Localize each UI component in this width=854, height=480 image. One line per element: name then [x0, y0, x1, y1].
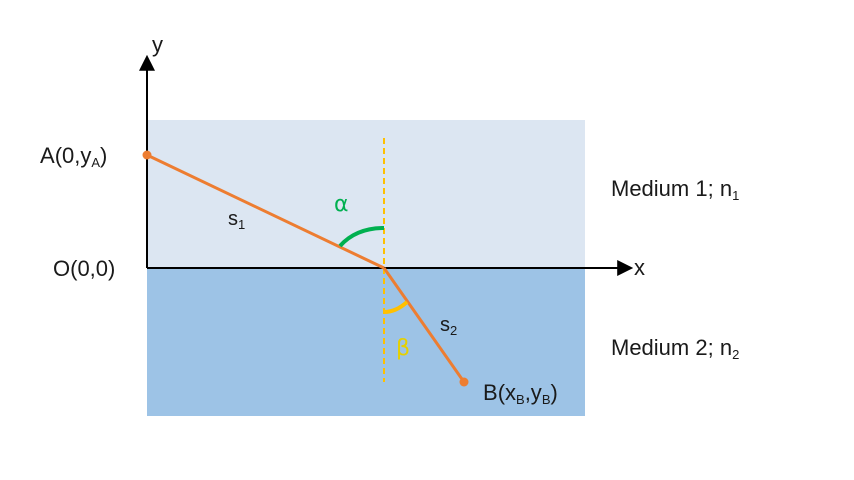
point-b-marker	[459, 377, 469, 387]
medium-2-text: Medium 2; n	[611, 335, 732, 360]
segment-s2-label: s2	[440, 314, 457, 338]
point-b-subscript-y: B	[542, 392, 551, 407]
alpha-symbol: α	[334, 192, 349, 217]
point-a-label: A(0,yA)	[40, 143, 107, 170]
segment-s1-subscript: 1	[238, 217, 245, 232]
point-b-comma: ,y	[525, 380, 542, 405]
medium-1-subscript: 1	[732, 188, 739, 203]
beta-arc	[383, 300, 409, 314]
y-axis-label: y	[152, 32, 163, 57]
medium-1-region	[147, 120, 585, 268]
point-a-coords: (0,y	[55, 143, 92, 168]
point-a-name: A	[40, 143, 55, 168]
ray-s2	[382, 267, 466, 383]
origin-label: O(0,0)	[53, 256, 115, 281]
point-a-close: )	[100, 143, 107, 168]
point-b-close: )	[550, 380, 557, 405]
segment-s1-label: s1	[228, 208, 245, 232]
segment-s1-letter: s	[228, 208, 238, 230]
medium-2-subscript: 2	[732, 347, 739, 362]
alpha-arc	[338, 226, 385, 248]
point-b-open: (x	[498, 380, 516, 405]
point-b-label: B(xB,yB)	[483, 380, 558, 407]
beta-symbol: β	[396, 336, 410, 361]
point-a-marker	[142, 150, 152, 160]
point-b-name: B	[483, 380, 498, 405]
x-axis-label: x	[634, 255, 645, 280]
point-a-subscript: A	[91, 155, 100, 170]
medium-2-region	[147, 268, 585, 416]
medium-1-text: Medium 1; n	[611, 176, 732, 201]
point-b-subscript-x: B	[516, 392, 525, 407]
segment-s2-subscript: 2	[450, 323, 457, 338]
ray-s1	[146, 153, 385, 270]
segment-s2-letter: s	[440, 314, 450, 336]
medium-1-label: Medium 1; n1	[611, 176, 739, 203]
medium-2-label: Medium 2; n2	[611, 335, 739, 362]
